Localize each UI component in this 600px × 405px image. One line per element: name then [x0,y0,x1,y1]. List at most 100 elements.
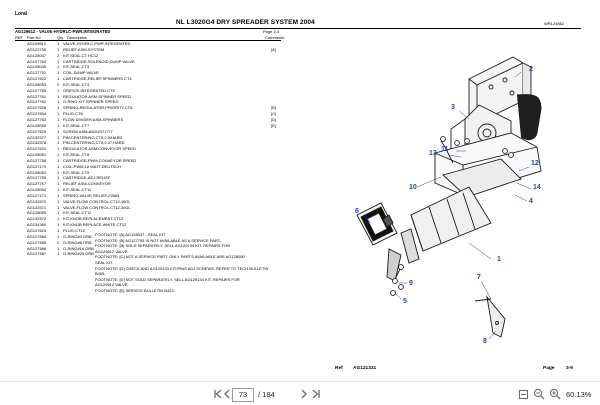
row-part-number: AG127586 [27,245,47,251]
last-page-icon[interactable] [309,386,323,402]
diagram-callout-number: 7 [477,274,481,281]
page-total-label: / 184 [258,390,275,399]
row-part-number: AG128054 [27,187,47,193]
row-qty: 1 [57,163,60,169]
row-part-number: AG132577 [27,134,47,140]
footnote: FOOTNOTE: [C] NOT A SERVICE PART. ONLY P… [95,254,245,265]
row-part-number: AG127170 [27,163,47,169]
row-comment: [D] [271,116,277,122]
row-description: SPRING-REGULATOR,PRIORITY,CT6 [63,105,133,111]
section-subheader: AG129612 - VALVE-HYDRLC-PWR,INTEGRATED [15,29,111,34]
footer-ref-value: AG121331 [353,366,377,371]
row-qty: 1 [57,216,60,222]
zoom-out-icon[interactable] [532,386,546,402]
row-qty: 1 [57,251,60,257]
section-page-tag: Page 2-3 [263,29,280,34]
row-qty: 2 [57,239,60,245]
row-description: KIT-SEAL,CT8 [63,152,90,158]
row-part-number: AG127763 [27,116,47,122]
row-part-number: AG128047 [27,52,47,58]
row-description: KIT-SEAL,CT9 [63,169,90,175]
diagram-callout-number: 1 [497,256,501,263]
first-page-icon[interactable] [211,386,225,402]
diagram-callout-number: 11 [441,146,449,153]
row-qty: 1 [57,175,60,181]
footnote: FOOTNOTE: [B] AG127755 IS NOT AVAILABLE … [95,237,231,254]
row-qty: 1 [57,169,60,175]
diagram-callout-number: 4 [529,198,533,205]
row-description: CARTRIDGE-RELIEF,SPINNERS,CT4 [63,76,132,82]
row-qty: 1 [57,187,60,193]
diagram-callout-number: 5 [403,298,407,305]
row-part-number: AG127759 [27,175,47,181]
row-qty: 1 [57,41,60,46]
row-part-number: AG127751 [27,70,47,76]
page-number-input[interactable]: 73 [232,388,254,402]
zoom-level[interactable]: 60.13% [566,390,592,399]
diagram-callout-number: 6 [355,208,359,215]
next-page-icon[interactable] [298,386,310,402]
row-qty: 1 [57,70,60,76]
row-description: KIT-SEAL,CT4 [63,81,90,87]
row-qty: 1 [57,233,60,239]
row-description: RELIEF ASM-SYSTEM [63,46,105,52]
row-description: COIL-DUMP VALVE [63,70,99,76]
footer-page-value: 3-9 [566,366,573,371]
row-qty: 1 [57,228,60,233]
row-qty: 1 [57,140,60,146]
row-part-number: AG122755 [27,46,47,52]
row-description: KIT-SEAL,CT11 [63,187,92,193]
row-description: KIT-SEAL,CT12 [63,210,92,216]
header-reference: WR124862 [544,21,565,26]
row-part-number: AG127623 [27,228,47,233]
row-comment: [E] [271,122,276,128]
row-qty: 1 [57,122,60,128]
viewer-toolbar [0,381,600,405]
zoom-in-icon[interactable] [548,386,562,402]
row-part-number: AG127584 [27,233,47,239]
document-title: NL L3020G4 DRY SPREADER SYSTEM 2004 [176,19,315,26]
row-qty: 1 [57,46,60,52]
row-qty: 1 [57,210,60,216]
diagram-callout-number: 2 [529,66,533,73]
row-description: KIT-KNOB,REPLACEMENT,CT12 [63,216,124,222]
footer-page-label: Page [543,366,555,371]
prev-page-icon[interactable] [222,386,232,402]
row-description: VALVE-HYDRLC-PWR,INTEGRATED [63,41,131,46]
row-part-number: AG127604 [27,111,47,117]
row-part-number: AG127757 [27,181,47,187]
row-qty: 1 [57,222,60,228]
row-part-number: AG134380 [27,222,47,228]
diagram-callout-number: 10 [409,184,417,191]
row-description: REGULATOR ASM-CONVEYOR SPEED [63,146,136,152]
row-qty: 1 [57,99,60,105]
row-description: SCREW ASM-ADJUST,CT7 [63,128,113,134]
row-qty: 1 [57,111,60,117]
row-qty: 1 [57,58,60,64]
row-part-number: AG127620 [27,146,47,152]
row-comment: [C] [271,111,277,117]
fit-page-icon[interactable] [516,386,530,402]
row-description: PIN-CENTERING,CT8,2.07,HARD [63,140,125,146]
row-qty: 1 [57,76,60,82]
row-part-number: AG129612 [27,41,47,46]
row-description: COIL-PWM,18 WATT,DEUTSCH [63,163,122,169]
